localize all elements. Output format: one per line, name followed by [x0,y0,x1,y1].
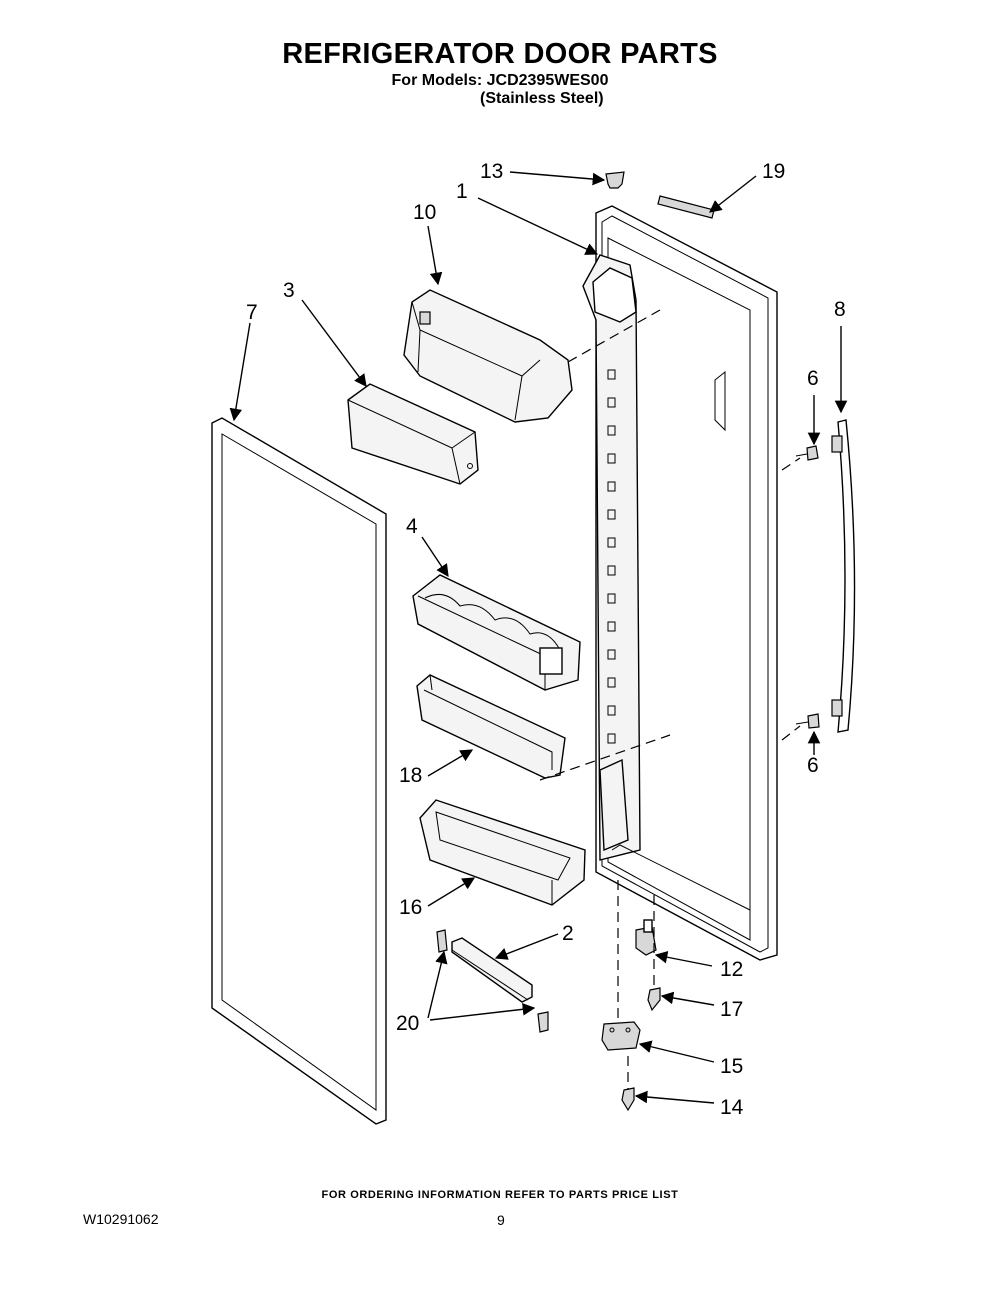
callout-15: 15 [720,1055,743,1078]
callout-4: 4 [406,515,418,538]
callout-16: 16 [399,896,422,919]
door-bin-part [416,674,566,779]
callout-19: 19 [762,160,785,183]
alignment-lines [539,309,801,1090]
upper-cover-part [403,289,573,423]
hinge-bracket-part [601,1021,641,1051]
callout-20: 20 [396,1012,419,1035]
callout-12: 12 [720,958,743,981]
label-part [657,195,715,219]
dairy-door-part [347,383,479,485]
hinge-bushing-part [635,919,657,956]
callout-3: 3 [283,279,295,302]
shelf-notches [607,369,616,744]
door-liner-part [582,205,778,961]
handle-screw-upper [795,445,819,461]
door-trim-part [451,937,533,1003]
callout-14: 14 [720,1096,744,1119]
handle-screw-lower [795,713,820,729]
door-gasket-part [211,417,387,1125]
callout-labels: 13 19 1 10 3 7 8 6 4 18 6 16 2 12 17 20 … [246,160,846,1119]
callout-6-lower: 6 [807,754,819,777]
callout-8: 8 [834,298,846,321]
hinge-screw-lower [621,1087,635,1112]
callout-6-upper: 6 [807,367,819,390]
callout-18: 18 [399,764,422,787]
document-number: W10291062 [83,1211,159,1227]
large-door-bin-part [419,799,586,906]
leader-lines [229,171,848,1104]
egg-bin-part [412,574,581,691]
top-plug-part [605,171,625,189]
finish-line: (Stainless Steel) [480,90,604,107]
page-number: 9 [497,1212,505,1228]
callout-1: 1 [456,180,468,203]
callout-17: 17 [720,998,743,1021]
callout-2: 2 [562,922,574,945]
hinge-screw-upper [647,987,661,1012]
callout-10: 10 [413,201,436,224]
door-handle-part [831,419,856,733]
callout-7: 7 [246,301,258,324]
end-cap-parts [436,929,549,1033]
page-title: REFRIGERATOR DOOR PARTS [282,38,718,70]
callout-13: 13 [480,160,503,183]
models-line: For Models: JCD2395WES00 [391,72,609,89]
ordering-note: FOR ORDERING INFORMATION REFER TO PARTS … [321,1189,679,1201]
